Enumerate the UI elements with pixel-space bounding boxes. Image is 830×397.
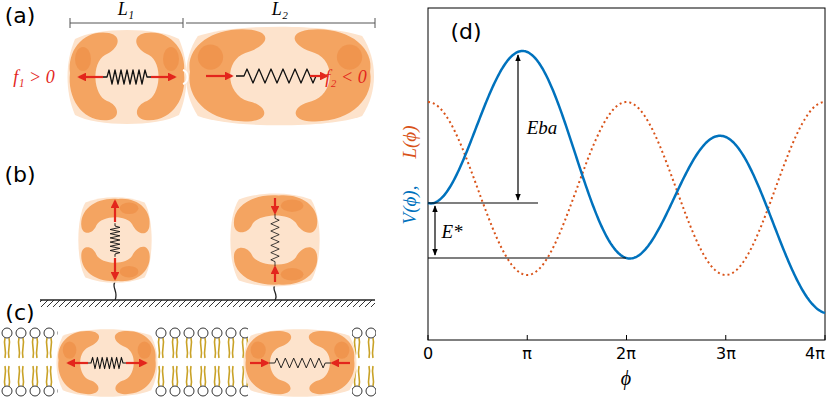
surface — [40, 300, 375, 307]
panel-label: (c) — [5, 301, 34, 325]
axis-label: ϕ — [621, 367, 631, 389]
protein-c-left — [56, 329, 157, 397]
protein-a-left — [68, 30, 187, 124]
tick-label: π — [522, 345, 532, 363]
tick-label: 0 — [423, 345, 433, 363]
x-ticks — [428, 335, 825, 340]
force-label: f₁ > 0 — [13, 68, 54, 88]
plot-frame — [428, 8, 825, 340]
dimension-label: L₁ — [118, 0, 134, 20]
axis-label: L(ϕ) — [400, 125, 421, 158]
tick-label: 4π — [805, 345, 825, 363]
potential-curve — [428, 51, 825, 313]
panel-label: (d) — [450, 20, 481, 44]
length-brackets — [70, 18, 375, 28]
force-label: f₂ < 0 — [325, 68, 366, 88]
binding-joint — [183, 70, 188, 84]
protein-b-right — [230, 194, 319, 300]
panel-label: (b) — [4, 163, 35, 187]
energy-label: E* — [441, 222, 462, 243]
protein-c-right — [243, 329, 356, 397]
protein-b-left — [78, 197, 151, 300]
tick-label: 3π — [716, 345, 736, 363]
tick-label: 2π — [616, 345, 636, 363]
length-curve — [428, 102, 825, 275]
dimension-label: L₂ — [272, 0, 288, 20]
protein-a-right — [186, 27, 374, 126]
lipid-membrane — [0, 327, 376, 397]
panel-label: (a) — [5, 4, 36, 28]
energy-markers — [428, 55, 626, 258]
axis-label: V(ϕ), — [400, 186, 421, 225]
energy-label: Eba — [527, 118, 558, 139]
